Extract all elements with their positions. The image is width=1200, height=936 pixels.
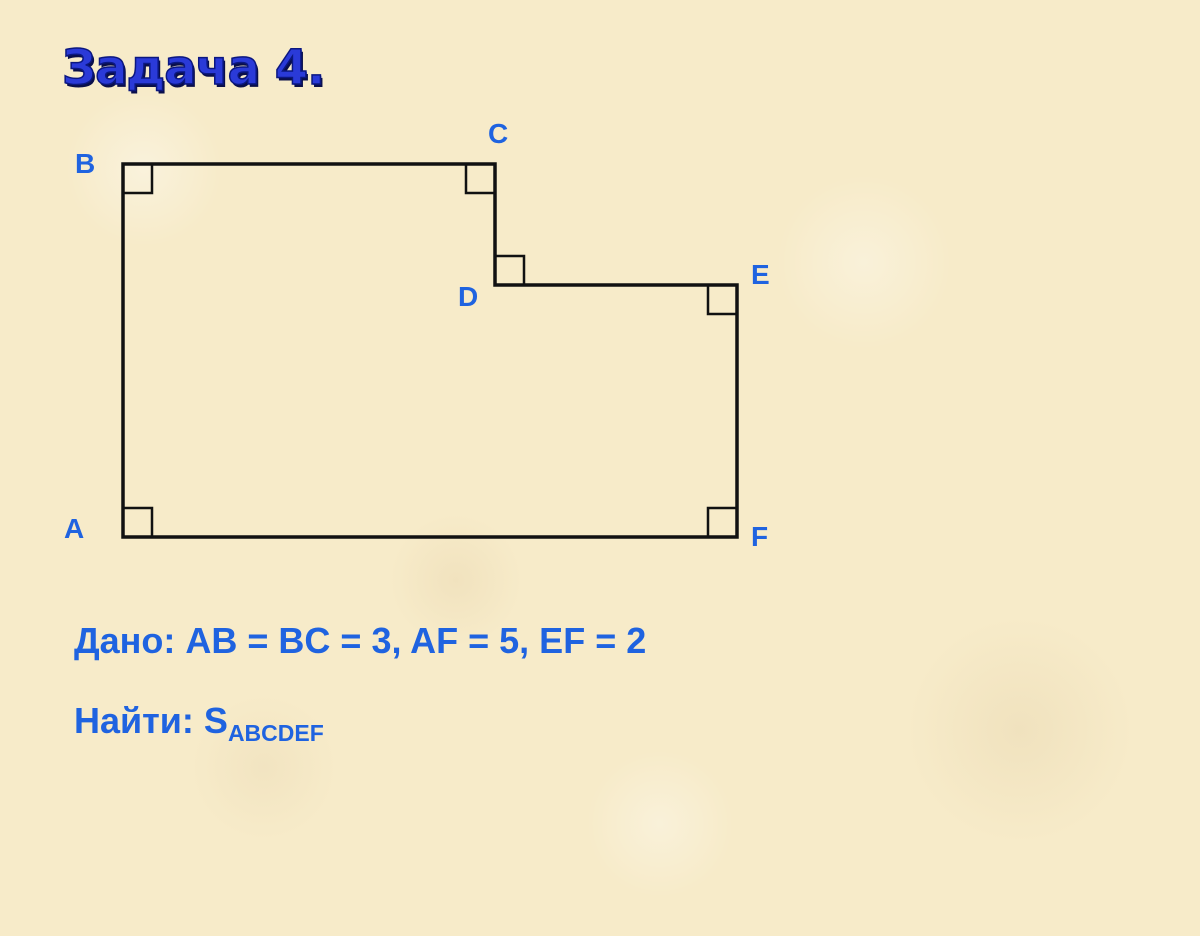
problem-title: Задача 4. xyxy=(61,39,326,97)
area-subscript: ABCDEF xyxy=(227,720,324,746)
right-angle-marker-e xyxy=(706,285,737,316)
right-angle-marker-c xyxy=(464,164,495,195)
given-values: AB = BC = 3, AF = 5, EF = 2 xyxy=(185,620,647,661)
right-angle-marker-a xyxy=(123,506,154,537)
vertex-label-c: C xyxy=(488,118,508,149)
given-statement: Дано: AB = BC = 3, AF = 5, EF = 2 xyxy=(74,620,646,662)
vertex-label-a: A xyxy=(64,513,84,544)
right-angle-marker-f xyxy=(706,506,737,537)
vertex-label-f: F xyxy=(751,521,768,552)
find-prefix: Найти: xyxy=(74,700,194,741)
right-angle-marker-d xyxy=(495,254,526,285)
vertex-label-d: D xyxy=(458,281,478,312)
vertex-label-b: B xyxy=(75,148,95,179)
polygon-abcdef xyxy=(121,162,739,539)
right-angle-marker-b xyxy=(123,164,154,195)
vertex-label-e: E xyxy=(751,259,770,290)
given-prefix: Дано: xyxy=(74,620,176,661)
area-symbol: S xyxy=(203,700,228,741)
find-statement: Найти: SABCDEF xyxy=(74,700,324,747)
